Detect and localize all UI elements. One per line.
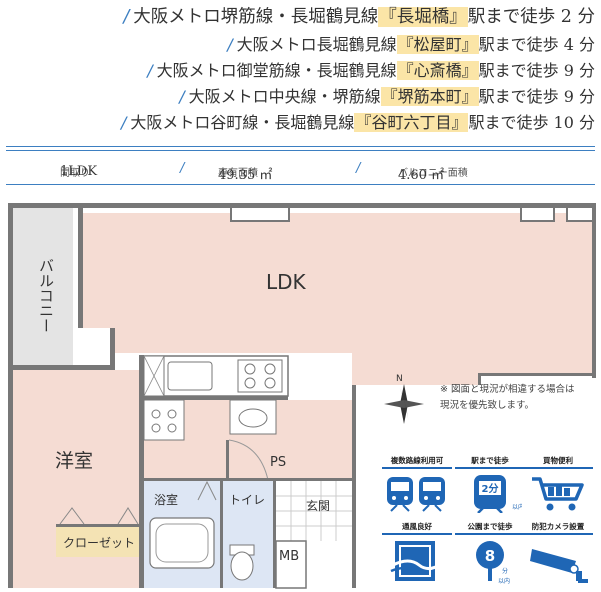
wall-notch bbox=[230, 208, 290, 222]
disclaimer-note: ※ 図面と現況が相違する場合は 現況を優先致します。 bbox=[440, 384, 575, 411]
station-name: 『谷町六丁目』 bbox=[354, 113, 469, 132]
separator: / bbox=[356, 161, 361, 176]
park-unit: 分 bbox=[502, 567, 508, 575]
wall bbox=[8, 208, 13, 588]
cart-icon bbox=[532, 477, 584, 511]
sink bbox=[167, 361, 213, 391]
wash-basin bbox=[229, 399, 277, 435]
walk-within: 以内 bbox=[512, 503, 522, 511]
room-label-mb: MB bbox=[279, 549, 300, 564]
room-label-closet: クローゼット bbox=[63, 536, 136, 550]
compass-icon bbox=[384, 384, 424, 424]
wall bbox=[8, 203, 596, 208]
feature-shopping: 買物便利 bbox=[523, 455, 593, 513]
feature-multi-line: 複数路線利用可 bbox=[382, 455, 452, 513]
wall bbox=[78, 208, 83, 328]
station-name: 『長堀橋』 bbox=[378, 7, 468, 27]
station-line-3: /大阪メトロ御堂筋線・長堀鶴見線『心斎橋』駅まで徒歩 9 分 bbox=[147, 61, 595, 80]
washer bbox=[143, 399, 185, 441]
wind-icon bbox=[390, 541, 444, 581]
room-label-toilet: トイレ bbox=[229, 493, 266, 507]
compass-north-label: N bbox=[396, 374, 403, 384]
room-label-balcony: バルコニー bbox=[37, 258, 55, 333]
bathtub bbox=[149, 517, 215, 569]
feature-security-camera: 防犯カメラ設置 bbox=[523, 521, 593, 585]
balcony-area bbox=[13, 208, 73, 365]
station-name: 『松屋町』 bbox=[396, 35, 479, 54]
toilet bbox=[230, 551, 254, 581]
info-bar: 間取り 1LDK / 専有面積 49.35 ㎡ / バルコニー面積 4.60 ㎡ bbox=[60, 161, 468, 183]
station-line-2: /大阪メトロ長堀鶴見線『松屋町』駅まで徒歩 4 分 bbox=[227, 35, 595, 54]
separator: / bbox=[180, 161, 185, 176]
room-label-western: 洋室 bbox=[55, 450, 94, 472]
station-line-4: /大阪メトロ中央線・堺筋線『堺筋本町』駅まで徒歩 9 分 bbox=[179, 87, 595, 106]
room-label-bath: 浴室 bbox=[154, 493, 179, 507]
divider bbox=[6, 184, 595, 185]
station-name: 『堺筋本町』 bbox=[380, 87, 479, 106]
station-name: 『心斎橋』 bbox=[396, 61, 479, 80]
park-minutes: 8 bbox=[485, 547, 495, 565]
closet-floor bbox=[56, 527, 139, 557]
train-icon bbox=[387, 477, 445, 512]
wall-notch bbox=[520, 208, 555, 222]
feature-park: 公園まで徒歩 8 分 以内 bbox=[455, 521, 525, 585]
mb-box bbox=[275, 540, 307, 589]
station-line-5: /大阪メトロ谷町線・長堀鶴見線『谷町六丁目』駅まで徒歩 10 分 bbox=[121, 113, 595, 132]
divider bbox=[6, 146, 595, 147]
wall bbox=[592, 208, 596, 378]
feature-walk-station: 駅まで徒歩 2分 以内 bbox=[455, 455, 525, 513]
feature-ventilation: 通風良好 bbox=[382, 521, 452, 585]
stove bbox=[237, 359, 283, 393]
room-label-entrance: 玄関 bbox=[306, 499, 331, 513]
room-label-ldk: LDK bbox=[266, 270, 306, 294]
room-label-ps: PS bbox=[270, 455, 287, 470]
station-line-1: /大阪メトロ堺筋線・長堀鶴見線『長堀橋』駅まで徒歩 2 分 bbox=[123, 7, 595, 27]
walk-minutes: 2分 bbox=[482, 482, 499, 495]
camera-icon bbox=[530, 549, 588, 583]
park-icon: 8 分 以内 bbox=[476, 541, 510, 585]
walk-icon: 2分 以内 bbox=[474, 475, 522, 513]
wall bbox=[13, 365, 110, 370]
divider bbox=[6, 150, 595, 151]
park-within: 以内 bbox=[498, 577, 510, 585]
ldk-floor bbox=[78, 213, 592, 385]
